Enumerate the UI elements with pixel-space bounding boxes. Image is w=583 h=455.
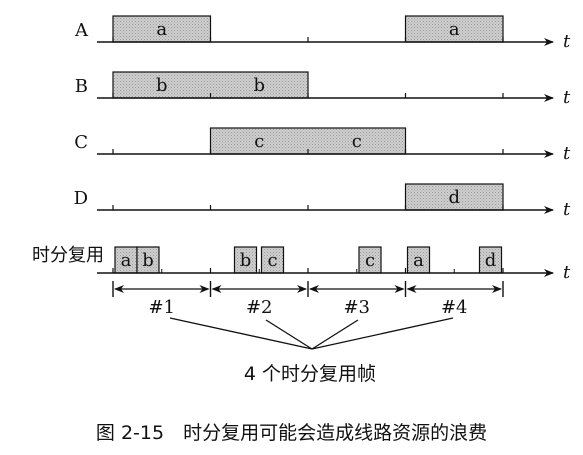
row-c-t-label: t <box>563 143 571 164</box>
frame-label: #1 <box>148 297 175 318</box>
frame-pointer-line <box>311 317 454 350</box>
frame-pointer-line <box>311 319 359 350</box>
data-block <box>404 15 504 43</box>
row-b-t-label: t <box>563 87 571 108</box>
tdm-t-label: t <box>563 262 571 283</box>
tdm-cell-label: d <box>485 250 497 271</box>
row-label: C <box>74 132 88 153</box>
row-a-t-label: t <box>563 31 571 52</box>
tdm-cell-label: b <box>142 250 154 271</box>
data-block <box>112 15 212 43</box>
tdm-cell-label: a <box>121 250 132 271</box>
frame-label: #3 <box>343 297 370 318</box>
tdm-cell-label: a <box>413 250 424 271</box>
block-label: b <box>156 75 168 96</box>
frame-pointer-line <box>169 317 313 350</box>
frame-label: #2 <box>246 297 273 318</box>
block-label: a <box>156 19 167 40</box>
frames-caption: 4 个时分复用帧 <box>244 363 376 385</box>
block-label: c <box>254 131 264 152</box>
row-label: A <box>74 20 89 41</box>
block-label: c <box>352 131 362 152</box>
data-block <box>404 183 504 211</box>
row-label: B <box>75 76 88 97</box>
tdm-cell-label: c <box>267 250 277 271</box>
figure-caption: 图 2-15 时分复用可能会造成线路资源的浪费 <box>95 422 488 444</box>
frame-pointer-line <box>265 319 313 350</box>
frame-label: #4 <box>441 297 468 318</box>
tdm-cell-label: b <box>240 250 252 271</box>
block-label: d <box>448 187 460 208</box>
row-d-t-label: t <box>563 199 571 220</box>
tdm-cell-label: c <box>365 250 375 271</box>
tdm-label: 时分复用 <box>32 245 104 266</box>
block-label: a <box>449 19 460 40</box>
row-label: D <box>74 188 88 209</box>
block-label: b <box>253 75 265 96</box>
